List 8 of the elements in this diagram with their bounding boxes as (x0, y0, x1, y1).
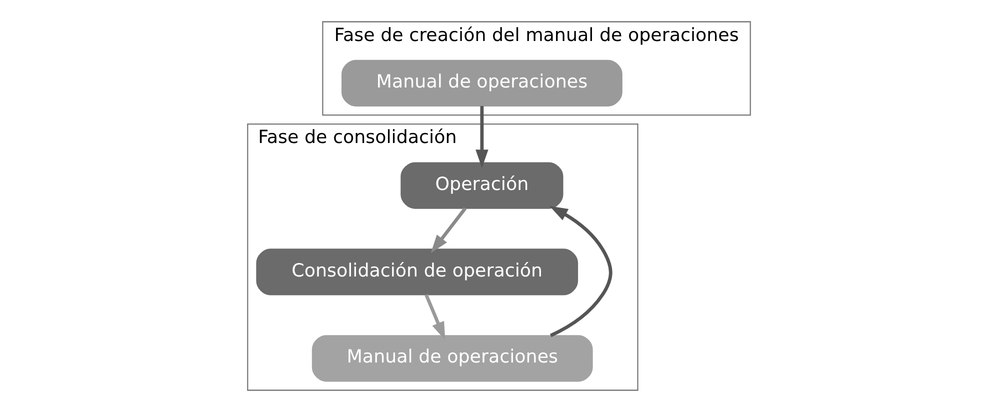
node-box: Manual de operaciones (341, 60, 622, 106)
node-box: Operación (400, 162, 564, 209)
node-box: Manual de operaciones (312, 335, 593, 382)
arrow (430, 207, 467, 254)
arrow (424, 294, 446, 340)
arrow (476, 106, 488, 168)
arrow (550, 206, 612, 338)
node-box: Consolidación de operación (256, 248, 578, 296)
